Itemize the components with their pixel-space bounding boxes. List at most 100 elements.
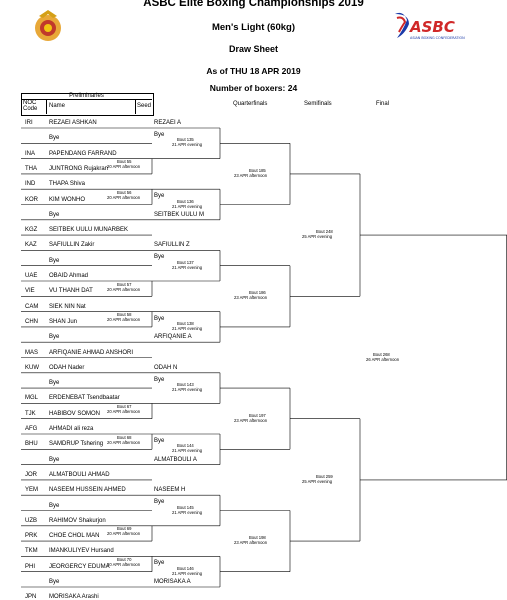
- entry-name: THAPA Shiva: [49, 181, 85, 188]
- sf-bout-number: Bout 259: [316, 473, 333, 479]
- entry-name: SHAN Jun: [49, 318, 78, 325]
- r16-top-name: ODAH N: [154, 364, 178, 371]
- entry-noc: INA: [25, 150, 36, 157]
- r16-bout-time: 21 APR evening: [172, 509, 203, 515]
- entry-name: Bye: [49, 502, 60, 509]
- r16-bout-time: 21 APR evening: [172, 387, 203, 393]
- r16-bout-time: 21 APR evening: [172, 203, 203, 209]
- qf-bout-number: Bout 186: [249, 290, 266, 296]
- entry-name: Bye: [49, 135, 60, 142]
- entry-name: JEORGERCY EDUMA: [49, 563, 110, 570]
- entry-noc: IRI: [25, 120, 33, 126]
- entry-noc: BHU: [25, 441, 38, 448]
- entry-name: Bye: [49, 334, 60, 341]
- entry-noc: TJK: [25, 410, 36, 417]
- r16-bye: Bye: [154, 193, 165, 200]
- entry-name: HABIBOV SOMON: [49, 410, 101, 417]
- entry-noc: UAE: [25, 273, 38, 279]
- entry-noc: YEM: [25, 487, 39, 494]
- entry-name: CHOE CHOL MAN: [49, 533, 100, 540]
- r16-bottom-name: SEITBEK UULU M: [154, 211, 205, 218]
- entry-noc: PRK: [25, 533, 38, 540]
- r16-bout-number: Bout 137: [177, 259, 194, 265]
- r16-bye: Bye: [154, 132, 165, 138]
- prelim-bout-number: Bout 57: [117, 281, 132, 287]
- r16-bout-number: Bout 143: [177, 382, 194, 388]
- entry-name: JUNTRONG Rujakran: [49, 165, 109, 172]
- championship-title: ASBC Elite Boxing Championships 2019: [143, 0, 364, 9]
- entry-noc: KGZ: [25, 227, 38, 234]
- entry-name: SAMDRUP Tshering: [49, 441, 104, 448]
- prelim-bout-number: Bout 69: [117, 526, 132, 532]
- entry-name: SIEK NIN Nat: [49, 303, 86, 310]
- semifinals-header: Semifinals: [304, 101, 332, 107]
- sheet-title: Draw Sheet: [228, 44, 279, 54]
- r16-bye: Bye: [154, 315, 165, 322]
- entry-name: ARFIQANIE AHMAD ANSHORI: [49, 349, 134, 356]
- asbc-logo-sub: ASIAN BOXING CONFEDERATION: [410, 36, 465, 40]
- entry-name: Bye: [49, 211, 60, 218]
- entry-name: MORISAKA Arashi: [49, 594, 99, 600]
- entry-name: ODAH Nader: [49, 364, 85, 371]
- entry-noc: MGL: [25, 395, 39, 402]
- entry-name: SAFIULLIN Zakir: [49, 242, 95, 249]
- entry-noc: CAM: [25, 303, 39, 310]
- qf-bout-time: 23 APR afternoon: [234, 540, 268, 546]
- r16-bout-number: Bout 138: [177, 320, 194, 326]
- r16-bout-time: 21 APR evening: [172, 448, 203, 454]
- r16-bye: Bye: [154, 376, 165, 383]
- quarterfinals-header: Quarterfinals: [233, 101, 268, 107]
- prelim-bout-number: Bout 56: [117, 189, 132, 195]
- prelim-bout-number: Bout 58: [117, 312, 132, 318]
- name-header: Name: [49, 103, 66, 109]
- entry-name: VU THANH DAT: [49, 288, 93, 295]
- asbc-logo: ASBC ASIAN BOXING CONFEDERATION: [393, 10, 475, 42]
- final-header: Final: [376, 101, 390, 107]
- entry-noc: CHN: [25, 318, 38, 325]
- r16-bout-number: Bout 145: [177, 504, 194, 510]
- entry-noc: TKM: [25, 548, 38, 555]
- asbc-logo-text: ASBC: [409, 18, 455, 36]
- prelim-bout-time: 20 APR afternoon: [107, 286, 141, 292]
- entry-noc: KUW: [25, 364, 39, 371]
- prelim-bout-time: 20 APR afternoon: [107, 409, 141, 415]
- entry-noc: KOR: [25, 196, 39, 203]
- r16-bout-number: Bout 135: [177, 137, 194, 143]
- entry-noc: JOR: [25, 471, 37, 478]
- prelim-bout-number: Bout 67: [117, 404, 132, 410]
- r16-bout-number: Bout 136: [177, 198, 194, 204]
- prelim-bout-time: 20 APR afternoon: [107, 194, 141, 200]
- number-of-boxers: Number of boxers: 24: [209, 83, 298, 93]
- entry-name: SEITBEK UULU MUNARBEK: [49, 227, 129, 234]
- r16-bye: Bye: [154, 560, 165, 567]
- final-bout-time: 26 APR afternoon: [366, 356, 400, 362]
- r16-bout-time: 21 APR evening: [172, 325, 203, 331]
- entry-noc: THA: [25, 165, 37, 172]
- prelim-bout-time: 20 APR afternoon: [107, 164, 141, 170]
- entry-name: NASEEM HUSSEIN AHMED: [49, 487, 126, 494]
- weight-category: Men's Light (60kg): [211, 22, 295, 33]
- r16-bout-time: 21 APR evening: [172, 264, 203, 270]
- prelim-bout-number: Bout 55: [117, 159, 132, 165]
- r16-bout-time: 21 APR evening: [172, 570, 203, 576]
- entry-name: Bye: [49, 257, 60, 264]
- column-header-box: [21, 93, 154, 116]
- r16-bout-time: 21 APR evening: [172, 142, 203, 148]
- qf-bout-number: Bout 197: [249, 412, 266, 418]
- prelim-bout-number: Bout 68: [117, 434, 132, 440]
- prelim-bout-time: 20 APR afternoon: [107, 562, 141, 568]
- entry-noc: AFG: [25, 426, 38, 432]
- entry-name: AHMADI ali reza: [49, 426, 94, 432]
- entry-name: Bye: [49, 380, 60, 387]
- prelim-bout-time: 20 APR afternoon: [107, 317, 141, 323]
- r16-bye: Bye: [154, 438, 165, 444]
- entry-noc: MAS: [25, 349, 39, 356]
- entry-name: PAPENDANG FARRAND: [49, 150, 117, 157]
- r16-top-name: REZAEI A: [154, 120, 182, 126]
- entry-name: ERDENEBAT Tsendbaatar: [49, 395, 120, 402]
- sf-bout-time: 25 APR evening: [302, 478, 333, 484]
- r16-bottom-name: ALMATBOULI A: [154, 456, 197, 463]
- r16-bout-number: Bout 146: [177, 565, 194, 571]
- r16-bout-number: Bout 144: [177, 443, 194, 449]
